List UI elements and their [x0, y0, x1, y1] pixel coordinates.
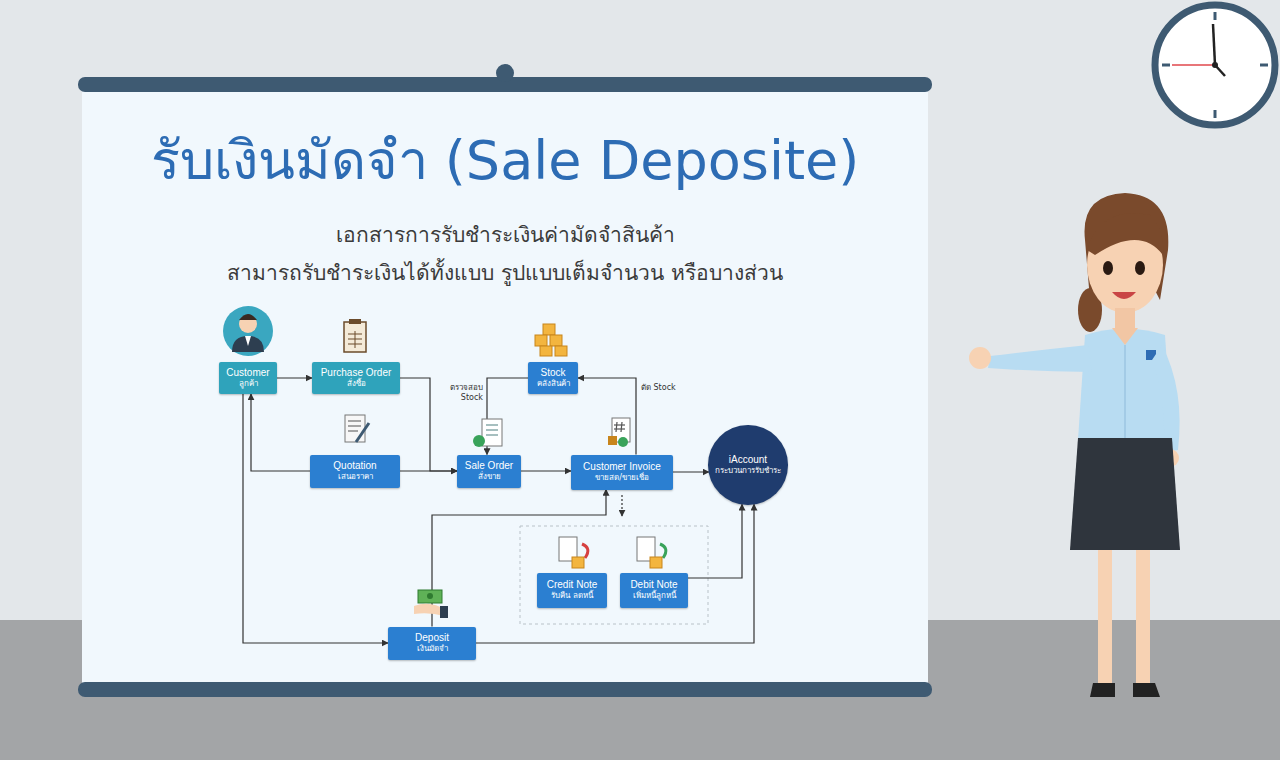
process-circle: iAccountกระบวนการรับชำระ	[708, 425, 788, 505]
node-title: Stock	[540, 367, 565, 379]
wall-clock	[1155, 5, 1275, 125]
quotation-icon	[345, 415, 369, 442]
flow-arrow	[277, 377, 312, 378]
node-title: Purchase Order	[321, 367, 392, 379]
process-box: Stockคลังสินค้า	[528, 362, 578, 394]
process-box: Customer Invoiceขายสด/ขายเชื่อ	[571, 455, 673, 490]
node-subtitle: ลูกค้า	[239, 379, 258, 389]
node-subtitle: ขายสด/ขายเชื่อ	[595, 473, 649, 483]
node-subtitle: เพิ่มหนี้ลูกหนี้	[633, 591, 676, 601]
node-title: Sale Order	[465, 460, 513, 472]
flow-arrow	[243, 394, 388, 643]
node-title: Customer Invoice	[583, 461, 661, 473]
flow-arrow	[521, 470, 571, 471]
process-box: Quotationเสนอราคา	[310, 455, 400, 488]
flow-arrow	[400, 470, 457, 471]
process-box: Customerลูกค้า	[219, 362, 277, 394]
flow-arrow	[432, 490, 606, 627]
customer-avatar	[223, 306, 273, 356]
flow-arrow	[476, 504, 754, 643]
process-box: Sale Orderสั่งขาย	[457, 455, 521, 488]
edge-label: ตัด Stock	[640, 383, 684, 393]
node-subtitle: รับคืน ลดหนี้	[551, 591, 593, 601]
node-subtitle: สั่งซื้อ	[347, 379, 366, 389]
money-hand-icon	[414, 590, 448, 618]
presenter-woman	[969, 193, 1180, 697]
node-subtitle: กระบวนการรับชำระ	[715, 466, 781, 476]
stock-boxes-icon	[535, 324, 567, 356]
node-title: iAccount	[729, 454, 767, 466]
process-box: Depositเงินมัดจำ	[388, 627, 476, 660]
node-title: Deposit	[415, 632, 449, 644]
process-box: Debit Noteเพิ่มหนี้ลูกหนี้	[620, 573, 688, 608]
node-title: Credit Note	[547, 579, 598, 591]
process-box: Credit Noteรับคืน ลดหนี้	[537, 573, 607, 608]
subtitle-line: เอกสารการรับชำระเงินค่ามัดจำสินค้า	[90, 221, 920, 249]
node-subtitle: สั่งขาย	[478, 472, 501, 482]
flow-arrow	[251, 394, 310, 471]
node-title: Debit Note	[630, 579, 677, 591]
subtitle-line: สามารถรับชำระเงินได้ทั้งแบบ รูปแบบเต็มจำ…	[90, 259, 920, 287]
flow-arrow	[578, 378, 636, 455]
edge-label: ตรวจสอบ Stock	[440, 383, 484, 403]
node-title: Quotation	[333, 460, 376, 472]
credit-note-icon	[559, 537, 588, 568]
node-subtitle: เงินมัดจำ	[417, 644, 448, 654]
title: รับเงินมัดจำ (Sale Deposite)	[90, 128, 920, 194]
flow-arrow	[673, 471, 709, 472]
debit-note-icon	[637, 537, 666, 568]
node-subtitle: เสนอราคา	[338, 472, 373, 482]
flow-arrow	[688, 504, 742, 578]
node-title: Customer	[226, 367, 269, 379]
invoice-icon	[608, 418, 630, 447]
note-group-frame	[520, 526, 708, 624]
purchase-order-icon	[344, 319, 366, 352]
sale-order-icon	[473, 419, 502, 447]
process-box: Purchase Orderสั่งซื้อ	[312, 362, 400, 394]
dotted-pointer	[621, 495, 622, 516]
node-subtitle: คลังสินค้า	[537, 379, 570, 389]
